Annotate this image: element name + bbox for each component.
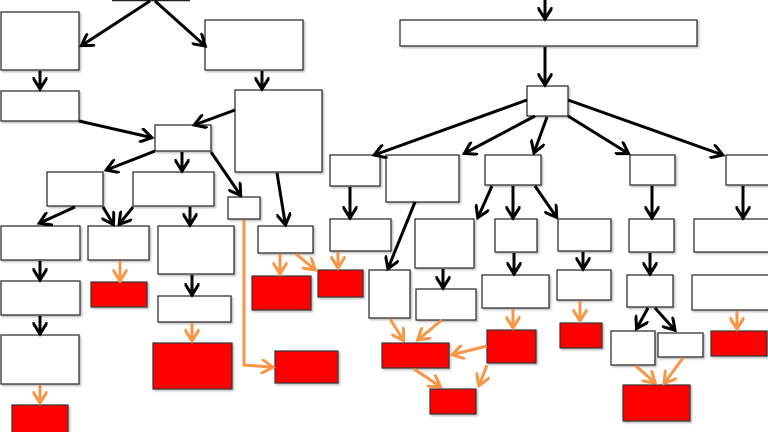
node[interactable] — [0, 11, 80, 71]
node[interactable] — [204, 19, 304, 71]
node[interactable] — [557, 218, 612, 252]
node[interactable] — [329, 154, 381, 187]
arrow — [666, 357, 685, 381]
node[interactable] — [399, 19, 698, 47]
node[interactable] — [132, 171, 215, 207]
arrow — [480, 364, 487, 383]
arrow — [295, 252, 313, 268]
node[interactable] — [526, 85, 569, 117]
node[interactable] — [626, 274, 674, 308]
secondary-arrows — [40, 220, 737, 400]
terminal-node[interactable] — [622, 384, 691, 422]
terminal-node[interactable] — [317, 269, 364, 298]
arrow — [567, 98, 720, 154]
node[interactable] — [87, 225, 150, 261]
terminal-node[interactable] — [274, 350, 339, 384]
node[interactable] — [385, 154, 460, 203]
terminal-node[interactable] — [559, 322, 603, 349]
arrow — [153, 0, 203, 44]
arrow — [533, 185, 555, 215]
terminal-node[interactable] — [486, 329, 537, 364]
node[interactable] — [257, 225, 314, 254]
arrow — [103, 206, 112, 222]
arrow — [467, 114, 536, 152]
node[interactable] — [0, 225, 81, 261]
arrow — [455, 346, 488, 354]
arrow — [479, 185, 494, 215]
arrow — [635, 364, 653, 381]
node[interactable] — [157, 295, 232, 323]
arrow — [653, 306, 673, 328]
arrow — [377, 98, 528, 154]
arrow — [109, 149, 156, 169]
arrow — [638, 307, 650, 326]
arrow — [535, 116, 549, 150]
node[interactable] — [556, 269, 612, 301]
primary-arrows — [40, 0, 743, 331]
arrow — [388, 318, 402, 338]
node[interactable] — [414, 218, 475, 269]
terminal-node[interactable] — [152, 342, 233, 390]
arrow — [78, 119, 149, 137]
arrow — [389, 201, 417, 266]
node[interactable] — [484, 154, 542, 186]
terminal-node[interactable] — [251, 275, 312, 311]
terminal-node[interactable] — [710, 330, 768, 357]
arrow — [197, 108, 236, 124]
node[interactable] — [494, 218, 538, 253]
node[interactable] — [628, 218, 675, 253]
node[interactable] — [657, 332, 704, 358]
node[interactable] — [157, 225, 235, 275]
node[interactable] — [0, 334, 80, 385]
node[interactable] — [368, 269, 411, 319]
arrow — [420, 318, 443, 338]
node[interactable] — [725, 154, 768, 186]
node[interactable] — [693, 218, 768, 253]
terminal-node[interactable] — [11, 404, 69, 432]
node[interactable] — [0, 90, 80, 122]
node[interactable] — [0, 280, 81, 316]
arrow — [84, 0, 151, 44]
arrow — [42, 205, 76, 222]
node[interactable] — [415, 288, 477, 321]
arrow — [413, 367, 438, 385]
arrow — [209, 151, 239, 193]
node[interactable] — [481, 274, 550, 309]
node[interactable] — [46, 171, 104, 207]
terminal-node[interactable] — [90, 281, 148, 308]
arrow — [567, 114, 626, 152]
node[interactable] — [154, 124, 212, 152]
node[interactable] — [629, 154, 676, 186]
arrow — [242, 220, 270, 367]
node[interactable] — [610, 330, 656, 366]
node[interactable] — [234, 89, 323, 173]
node[interactable] — [329, 218, 392, 252]
arrow — [121, 206, 135, 222]
node[interactable] — [691, 274, 768, 311]
terminal-node[interactable] — [429, 388, 477, 415]
arrow — [275, 172, 285, 222]
node[interactable] — [227, 196, 261, 220]
terminal-node[interactable] — [381, 342, 450, 369]
